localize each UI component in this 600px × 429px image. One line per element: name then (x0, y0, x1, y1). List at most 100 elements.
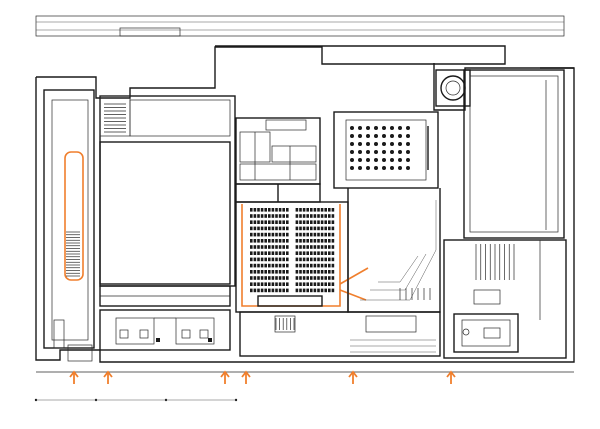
auditorium-seat (295, 208, 299, 212)
auditorium-seat (271, 251, 275, 255)
auditorium-seat (260, 251, 264, 255)
auditorium-seat (268, 263, 271, 268)
entrance-4-arrow (241, 370, 251, 384)
auditorium-seat (331, 288, 335, 293)
auditorium-seat (253, 214, 257, 218)
classroom-seat (406, 166, 410, 170)
accessible-route-loop (64, 151, 84, 281)
auditorium (235, 201, 369, 333)
auditorium-seat (278, 251, 282, 255)
auditorium-seat (328, 276, 331, 280)
classroom-seat (398, 166, 402, 170)
auditorium-seat (253, 208, 257, 212)
auditorium-seat (295, 263, 299, 268)
auditorium-seat (253, 270, 257, 274)
auditorium-seat (264, 263, 267, 268)
auditorium-seat (268, 288, 271, 293)
auditorium-seat (264, 220, 267, 224)
classroom-seat (390, 142, 394, 146)
classroom-seat (358, 150, 362, 154)
auditorium-seat (324, 220, 327, 224)
auditorium-seat (278, 226, 282, 231)
auditorium-seat (250, 239, 253, 243)
auditorium-seat (268, 208, 271, 212)
auditorium-seat (328, 232, 331, 237)
auditorium-seat (328, 251, 331, 255)
auditorium-seat (324, 257, 327, 262)
auditorium-seat (306, 214, 309, 218)
auditorium-seat (286, 288, 289, 293)
classroom-seat (382, 158, 386, 162)
classroom-seat (358, 158, 362, 162)
auditorium-seat (271, 220, 275, 224)
auditorium-seat (317, 282, 320, 286)
auditorium-seat (260, 263, 264, 268)
classroom-seat (390, 134, 394, 138)
auditorium-seat (271, 226, 275, 231)
auditorium-seat (324, 239, 327, 243)
auditorium-seat (328, 239, 331, 243)
auditorium-seat (317, 214, 320, 218)
auditorium-seat (260, 245, 264, 249)
auditorium-seat (302, 220, 306, 224)
classroom-seat (382, 142, 386, 146)
auditorium-seat (328, 245, 331, 249)
auditorium-seat (302, 226, 306, 231)
auditorium-seat (302, 239, 306, 243)
auditorium-seat (271, 263, 275, 268)
auditorium-seat (295, 232, 299, 237)
auditorium-seat (257, 220, 260, 224)
auditorium-seat (286, 245, 289, 249)
classroom-seat (350, 134, 354, 138)
classroom-seat (382, 166, 386, 170)
auditorium-seat (324, 288, 327, 293)
auditorium-seat (253, 251, 257, 255)
auditorium-seat (320, 276, 324, 280)
auditorium-seat (268, 282, 271, 286)
classroom-seat (358, 166, 362, 170)
auditorium-seat (260, 232, 264, 237)
auditorium-seat (299, 288, 302, 293)
auditorium-seat (275, 239, 278, 243)
auditorium-seat (268, 251, 271, 255)
stair-right (475, 244, 515, 280)
classroom-seating (350, 126, 410, 170)
auditorium-seat (275, 288, 278, 293)
classroom-seat (398, 150, 402, 154)
auditorium-seat (257, 276, 260, 280)
auditorium-seat (317, 232, 320, 237)
street-context-strip (35, 15, 565, 37)
auditorium-seat (317, 226, 320, 231)
auditorium-seat (268, 276, 271, 280)
auditorium-seat (264, 214, 267, 218)
classroom-seat (374, 126, 378, 130)
auditorium-seat (299, 263, 302, 268)
auditorium-seat (275, 220, 278, 224)
auditorium-seat (282, 257, 285, 262)
auditorium-seat (324, 226, 327, 231)
auditorium-seat (282, 226, 285, 231)
auditorium-seat (324, 263, 327, 268)
stair-hall (104, 103, 126, 133)
auditorium-seat (282, 214, 285, 218)
auditorium-seat (282, 208, 285, 212)
auditorium-seat (253, 220, 257, 224)
classroom-seat (350, 126, 354, 130)
auditorium-seat (278, 288, 282, 293)
auditorium-seat (260, 257, 264, 262)
auditorium-seat (264, 251, 267, 255)
auditorium-seat (260, 220, 264, 224)
auditorium-seat (257, 251, 260, 255)
auditorium-seat (310, 232, 313, 237)
auditorium-seat (250, 220, 253, 224)
auditorium-seat (268, 232, 271, 237)
auditorium-seat (295, 282, 299, 286)
auditorium-seat (282, 282, 285, 286)
auditorium-seat (313, 288, 317, 293)
auditorium-seat (310, 270, 313, 274)
foyer-stair (399, 288, 431, 300)
auditorium-seat (331, 232, 335, 237)
auditorium-seat (282, 245, 285, 249)
auditorium-seat (313, 214, 317, 218)
